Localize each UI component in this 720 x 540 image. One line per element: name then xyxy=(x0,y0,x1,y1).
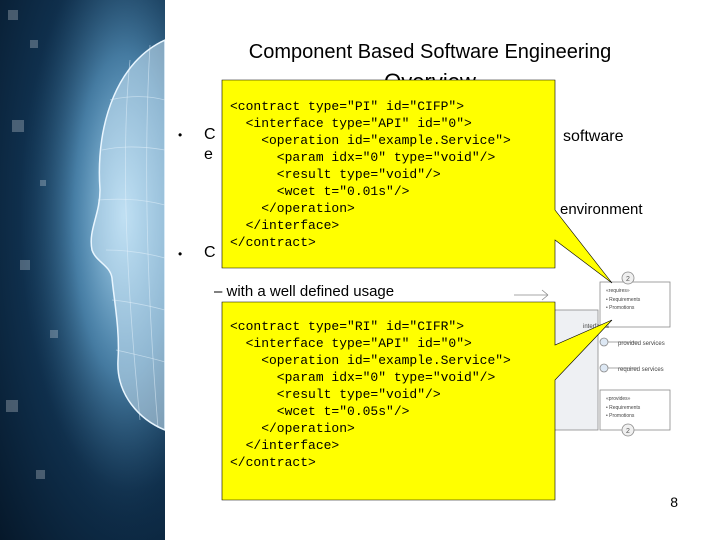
bullet-text-fragment: C xyxy=(204,126,216,143)
slide-title: Component Based Software Engineering xyxy=(248,41,612,63)
diagram-marker: 2 xyxy=(626,428,630,435)
diagram-provides-item: • Promotions xyxy=(606,413,635,419)
bullet-text-fragment: C xyxy=(204,244,216,261)
diagram-requires-header: «requires» xyxy=(606,288,630,294)
bullet-text-fragment: environment xyxy=(560,201,643,218)
diagram-provides-header: «provides» xyxy=(606,396,631,402)
sub-bullet-text: – with a well defined usage xyxy=(214,283,395,300)
callout-top-shape xyxy=(221,79,613,284)
callout-top-code: <contract type="PI" id="CIFP"> <interfac… xyxy=(230,99,511,250)
page-number: 8 xyxy=(670,494,678,510)
bullet-text-fragment: e xyxy=(204,146,213,163)
component-diagram: 2 2 «requires» • Requirements • Promotio… xyxy=(514,271,671,437)
wireframe-head-image xyxy=(0,0,165,540)
diagram-requires-item: • Promotions xyxy=(606,305,635,311)
diagram-requires-item: • Requirements xyxy=(606,297,641,303)
bullet-marker: • xyxy=(178,247,183,261)
bullet-text-fragment: software xyxy=(563,128,624,145)
slide-subtitle: Overview xyxy=(384,69,476,82)
bullet-marker: • xyxy=(178,128,183,142)
diagram-marker: 2 xyxy=(626,276,630,283)
callout-bottom-shape xyxy=(221,301,613,501)
diagram-provides-item: • Requirements xyxy=(606,405,641,411)
callout-bottom-code: <contract type="RI" id="CIFR"> <interfac… xyxy=(230,319,511,470)
head-illustration xyxy=(0,0,165,540)
diagram-provided-label: provided services xyxy=(618,341,665,347)
diagram-required-label: required services xyxy=(618,367,664,373)
